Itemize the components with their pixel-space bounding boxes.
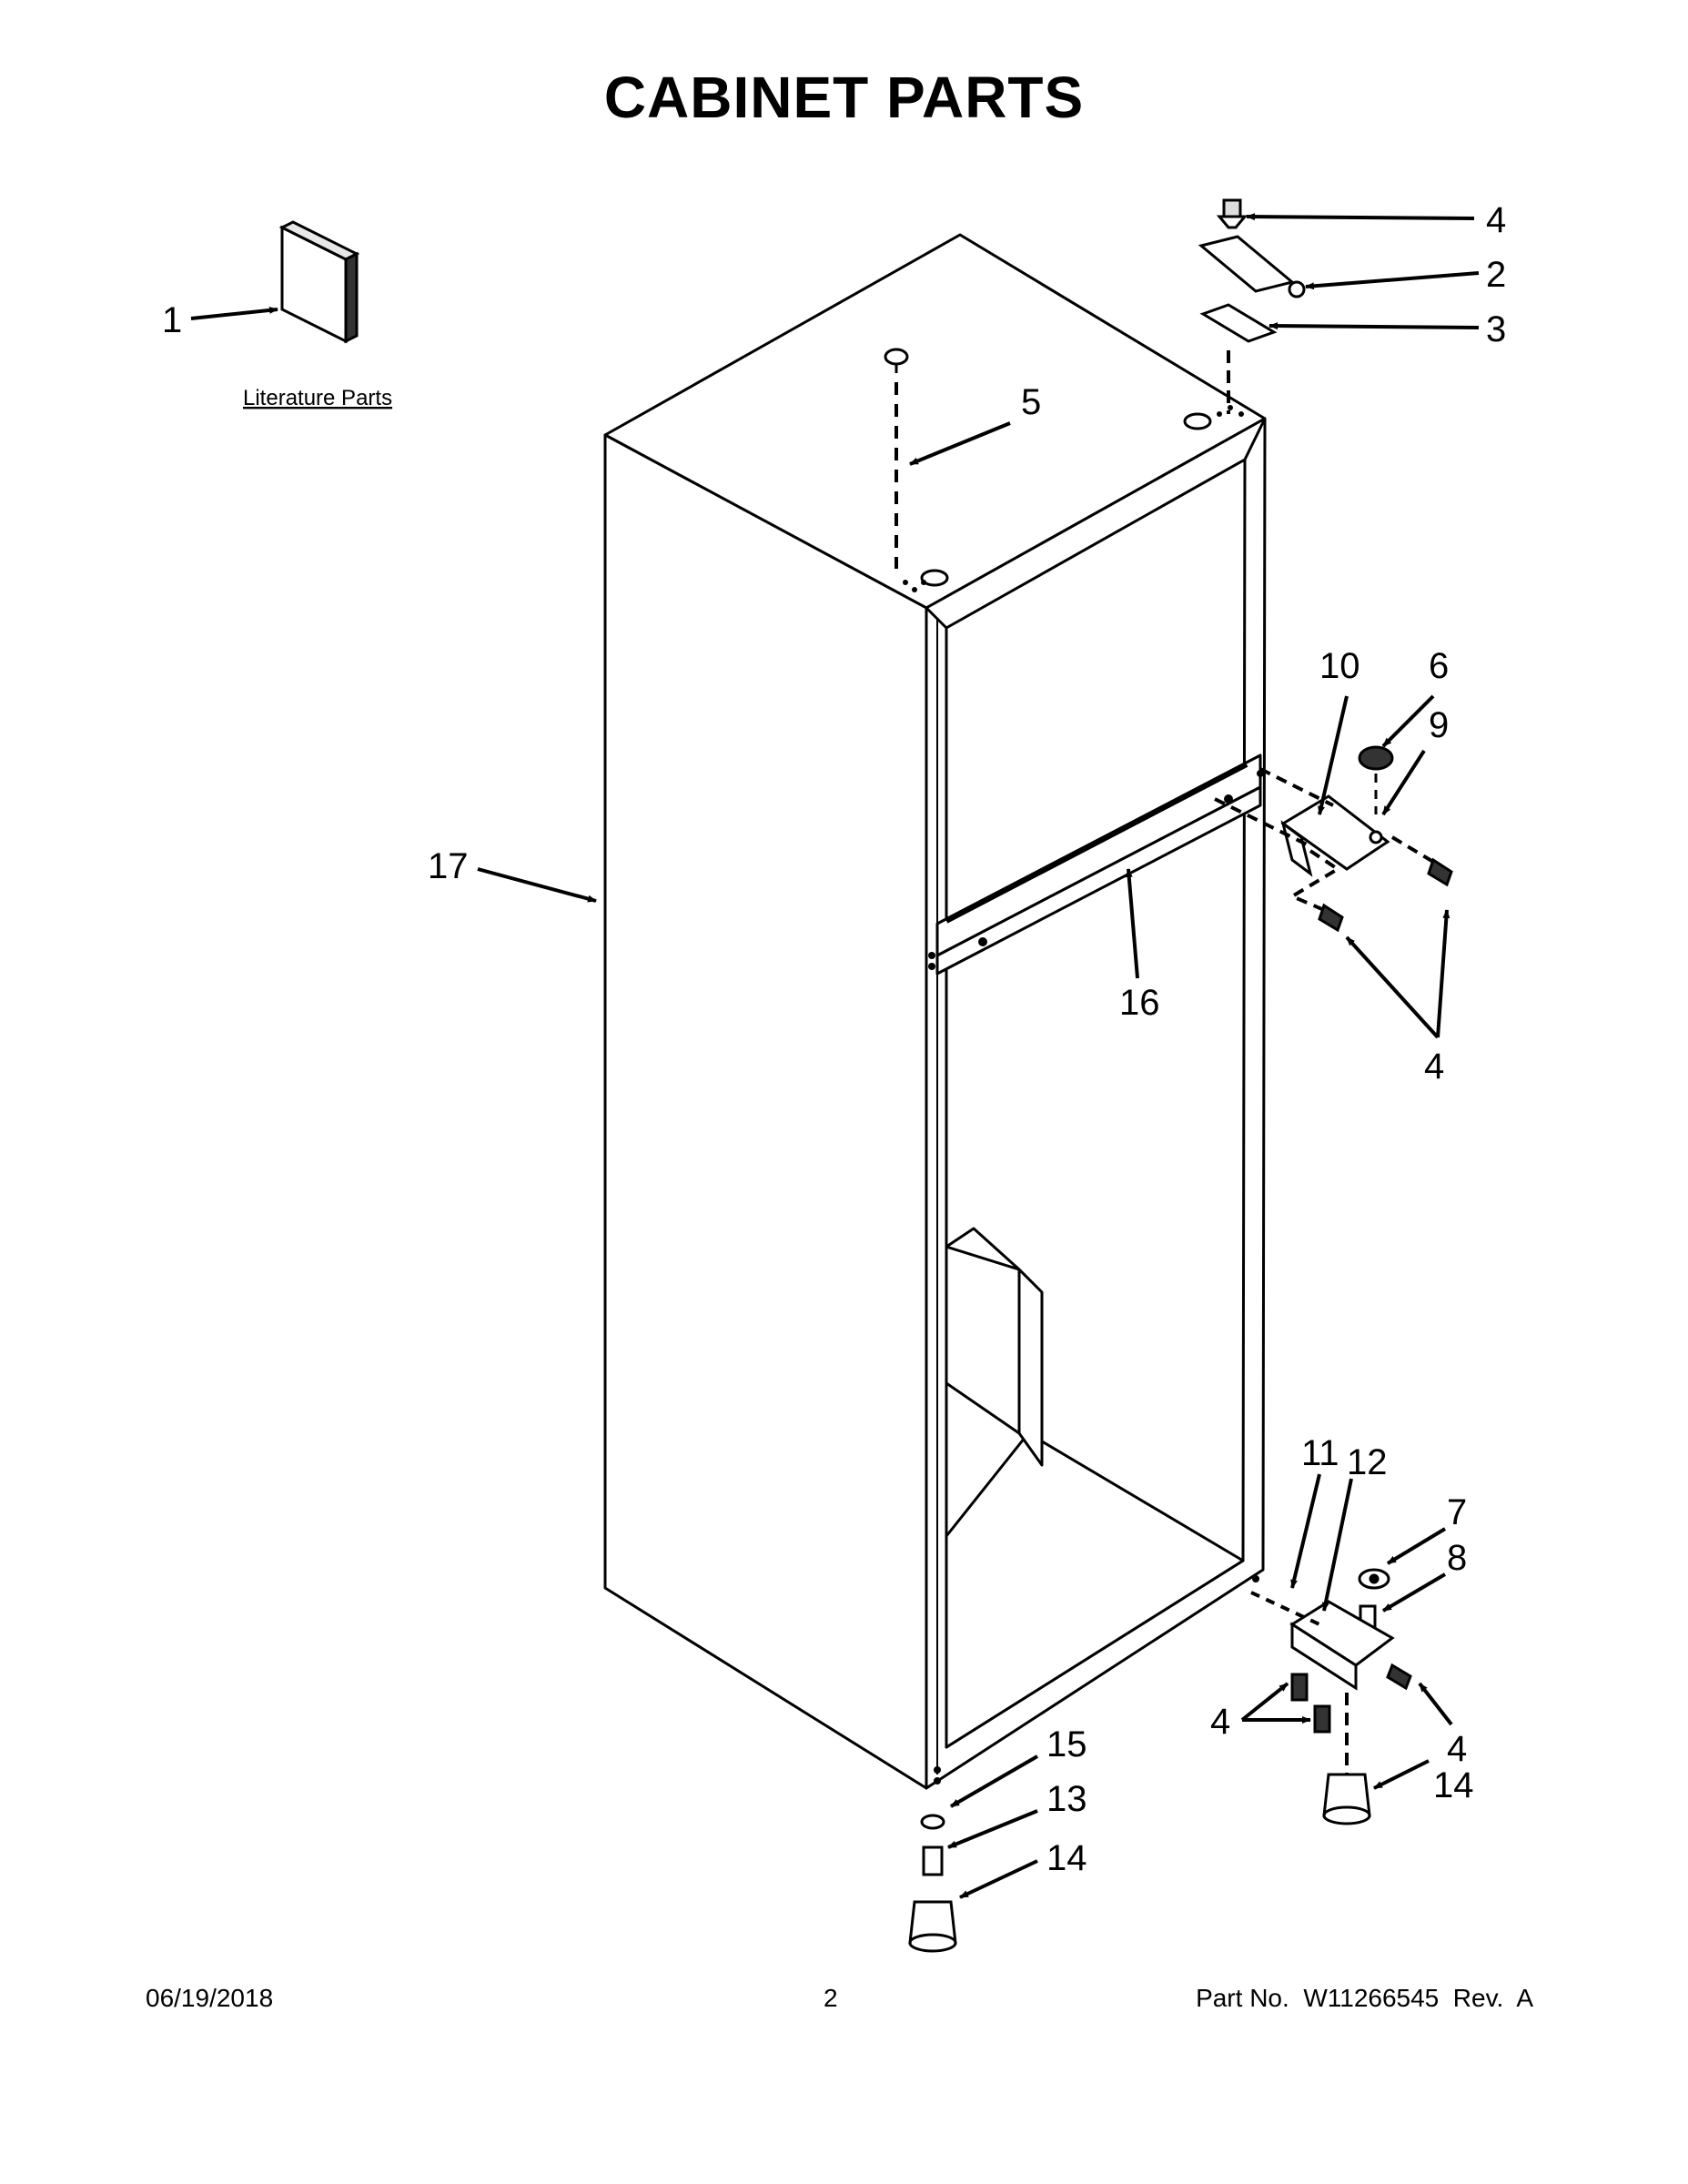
top-screw-holes [903,405,1244,592]
callout-4-center: 4 [1424,1046,1444,1087]
footer-date: 06/19/2018 [146,1984,274,2012]
rail-holes [928,770,1264,1785]
callout-4-right: 4 [1447,1729,1467,1769]
literature-book-icon [278,220,360,344]
callout-14-right: 14 [1433,1765,1474,1805]
plug-part-5 [884,348,909,569]
callout-14-left: 14 [1046,1838,1087,1878]
callout-16: 16 [1119,983,1160,1023]
callout-2: 2 [1486,255,1506,295]
footer-part-number: Part No. W11266545 Rev. A [1196,1984,1533,2012]
callout-11: 11 [1301,1433,1339,1473]
leader-arrows [190,213,1480,1899]
callout-10: 10 [1319,646,1360,686]
bottom-hinge-assembly [1250,1568,1412,1774]
callout-3: 3 [1486,309,1506,349]
callout-4-top: 4 [1486,200,1506,240]
callout-numbers: 1 4 2 3 5 17 10 6 9 16 4 11 12 7 8 4 4 1… [162,200,1506,1878]
cabinet-body [603,233,1267,1790]
callout-8: 8 [1447,1538,1467,1578]
callout-9: 9 [1429,705,1449,745]
center-hinge-assembly [1214,745,1453,933]
callout-7: 7 [1447,1492,1467,1532]
callout-17: 17 [428,846,469,886]
top-hinge-assembly [1198,198,1306,414]
callout-13: 13 [1046,1779,1087,1819]
footer-page-number: 2 [824,1984,838,2012]
right-leveling-leg [1322,1773,1371,1825]
callout-12: 12 [1347,1442,1388,1482]
callout-4-left: 4 [1210,1702,1230,1742]
callout-1: 1 [162,300,182,340]
literature-parts-label: Literature Parts [243,386,392,410]
callout-15: 15 [1046,1724,1087,1764]
callout-5: 5 [1021,382,1041,422]
page-title: CABINET PARTS [603,65,1085,130]
callout-6: 6 [1429,646,1449,686]
left-leveling-leg [908,1814,957,1953]
